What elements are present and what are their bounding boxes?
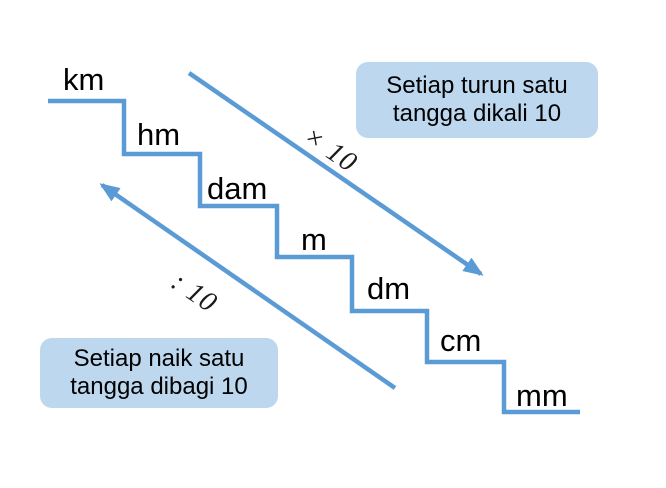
times-10-arrow xyxy=(187,71,484,276)
unit-label-hm: hm xyxy=(137,117,181,152)
unit-label-m: m xyxy=(301,222,327,257)
unit-label-dam: dam xyxy=(207,171,268,206)
unit-label-cm: cm xyxy=(440,323,482,358)
callout-multiply-line1: Setiap turun satu xyxy=(386,72,568,99)
divide-10-arrow xyxy=(99,183,397,390)
unit-label-dm: dm xyxy=(367,271,411,306)
unit-label-mm: mm xyxy=(516,378,568,413)
callout-divide-line2: tangga dibagi 10 xyxy=(70,373,248,400)
callout-multiply-line2: tangga dikali 10 xyxy=(392,100,562,127)
callout-divide: Setiap naik satu tangga dibagi 10 xyxy=(40,338,278,408)
unit-label-km: km xyxy=(63,62,105,97)
callout-divide-line1: Setiap naik satu xyxy=(73,345,245,372)
staircase-line xyxy=(48,98,580,415)
callout-multiply: Setiap turun satu tangga dikali 10 xyxy=(356,62,598,138)
